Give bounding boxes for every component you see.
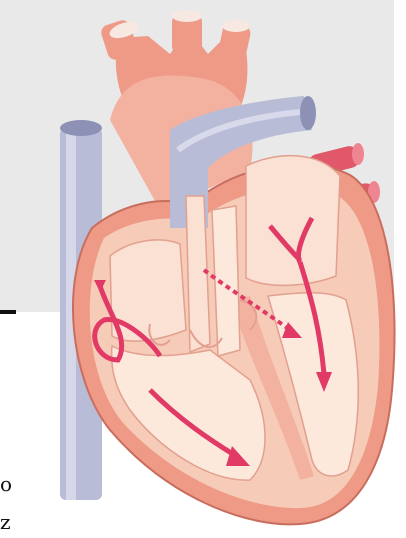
edge-text-fragment-2: z <box>0 512 11 532</box>
background-panel-bottom-line <box>0 310 16 314</box>
right-atrium <box>110 240 186 341</box>
edge-text-fragment-1: o <box>0 474 12 494</box>
left-atrium <box>246 156 340 286</box>
